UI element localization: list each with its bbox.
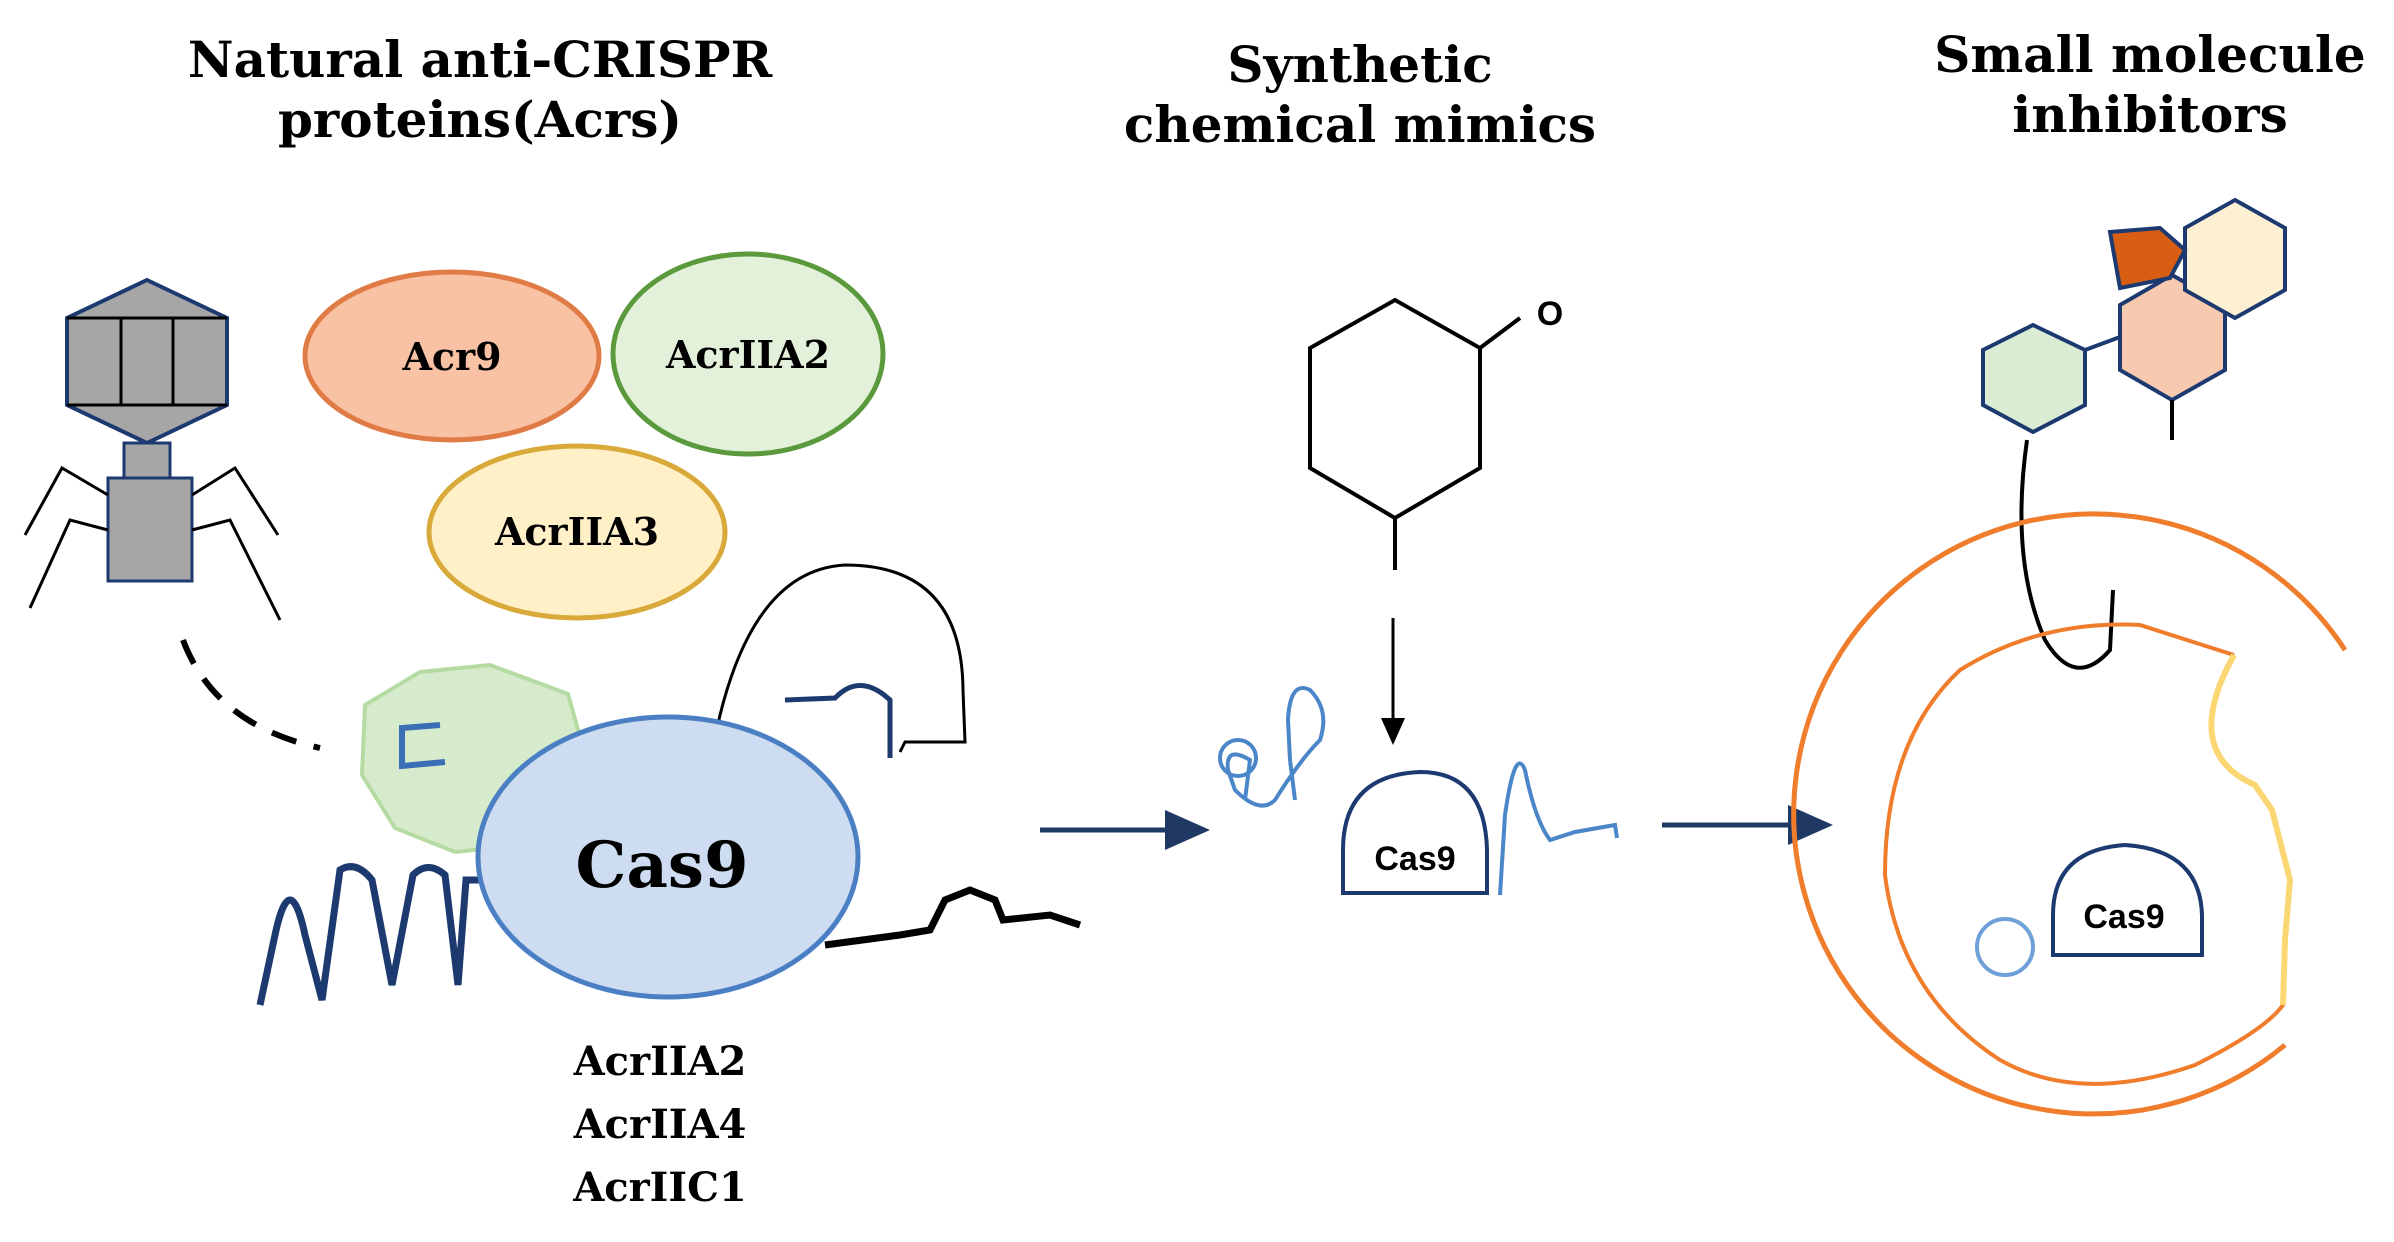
acr-list-item: AcrIIA4 [573,1101,747,1148]
acriia3-ellipse: AcrIIA3 [426,443,728,621]
phage-neck [122,441,172,480]
molecule-bond [2084,335,2121,352]
acr-inhibitor-list: AcrIIA2 AcrIIA4 AcrIIC1 [520,1030,800,1219]
hexagon-green [1981,322,2087,435]
cell-membranes [1791,511,2348,1117]
rna-hairpin-synthetic [1225,686,1326,808]
acriia2-shape [610,251,886,457]
hexagon-cream [2183,197,2287,321]
molecule-linker [2019,439,2115,670]
heading-synthetic-line-2: chemical mimics [1123,95,1597,154]
cas9-main-shape [475,714,861,1000]
phage-leg [23,465,109,536]
heading-small-molecule: Small molecule inhibitors [1920,25,2380,145]
carbonyl-bond [1478,316,1522,350]
acr9-shape [302,269,602,443]
membrane-inner-yellow [2208,653,2294,1006]
phage-leg [28,518,109,609]
small-molecule-structure [1981,197,2287,670]
dna-strand-right [824,886,1082,949]
phage-head [65,277,229,446]
acriia3-label: AcrIIA3 [494,509,659,554]
acr-list-item: AcrIIA2 [573,1038,747,1085]
dna-strand-left [256,863,480,1006]
phage-tail [106,476,194,583]
dashed-connector [180,638,321,751]
acriia3-shape [426,443,728,621]
rna-circle-cell [1975,917,2035,977]
acr-list-item: AcrIIC1 [573,1164,747,1211]
acriia2-label: AcrIIA2 [665,332,830,377]
guide-rna-loop [715,563,967,753]
heading-natural-line-2: proteins(Acrs) [277,90,683,149]
cas9-synthetic: Cas9 [1341,769,1489,895]
guide-rna-arc [784,683,893,758]
cas9-synthetic-label: Cas9 [1374,840,1455,878]
heading-natural-acrs: Natural anti-CRISPR proteins(Acrs) [160,30,800,150]
heading-natural-line-1: Natural anti-CRISPR [187,30,773,89]
oxygen-label: O [1537,295,1563,333]
cyclohexanone-structure: O [1308,295,1563,570]
heading-small-line-2: inhibitors [2012,85,2288,144]
phage-leg [191,465,280,536]
acr-binding-bracket [399,722,446,770]
rna-loop-synthetic [1218,738,1258,778]
heading-synthetic-line-1: Synthetic [1227,35,1493,94]
cas9-cell: Cas9 [2051,842,2204,957]
phage-leg [191,518,282,621]
heading-synthetic-mimics: Synthetic chemical mimics [1120,35,1600,155]
bacteriophage-icon [23,277,282,621]
cas9-main: Cas9 [475,714,861,1000]
heading-small-line-1: Small molecule [1934,25,2366,84]
acr9-ellipse: Acr9 [302,269,602,443]
cyclohexane-ring [1308,297,1482,521]
cas9-main-label: Cas9 [576,828,749,903]
cas9-synthetic-shape [1341,769,1489,895]
acr9-label: Acr9 [401,334,501,379]
pentagon-orange [2107,225,2188,291]
membrane-outer [1791,511,2348,1117]
cas9-cell-shape [2051,842,2204,957]
acriia2-ellipse: AcrIIA2 [610,251,886,457]
rna-tail-synthetic [1498,761,1619,896]
cas9-cell-label: Cas9 [2083,898,2164,936]
